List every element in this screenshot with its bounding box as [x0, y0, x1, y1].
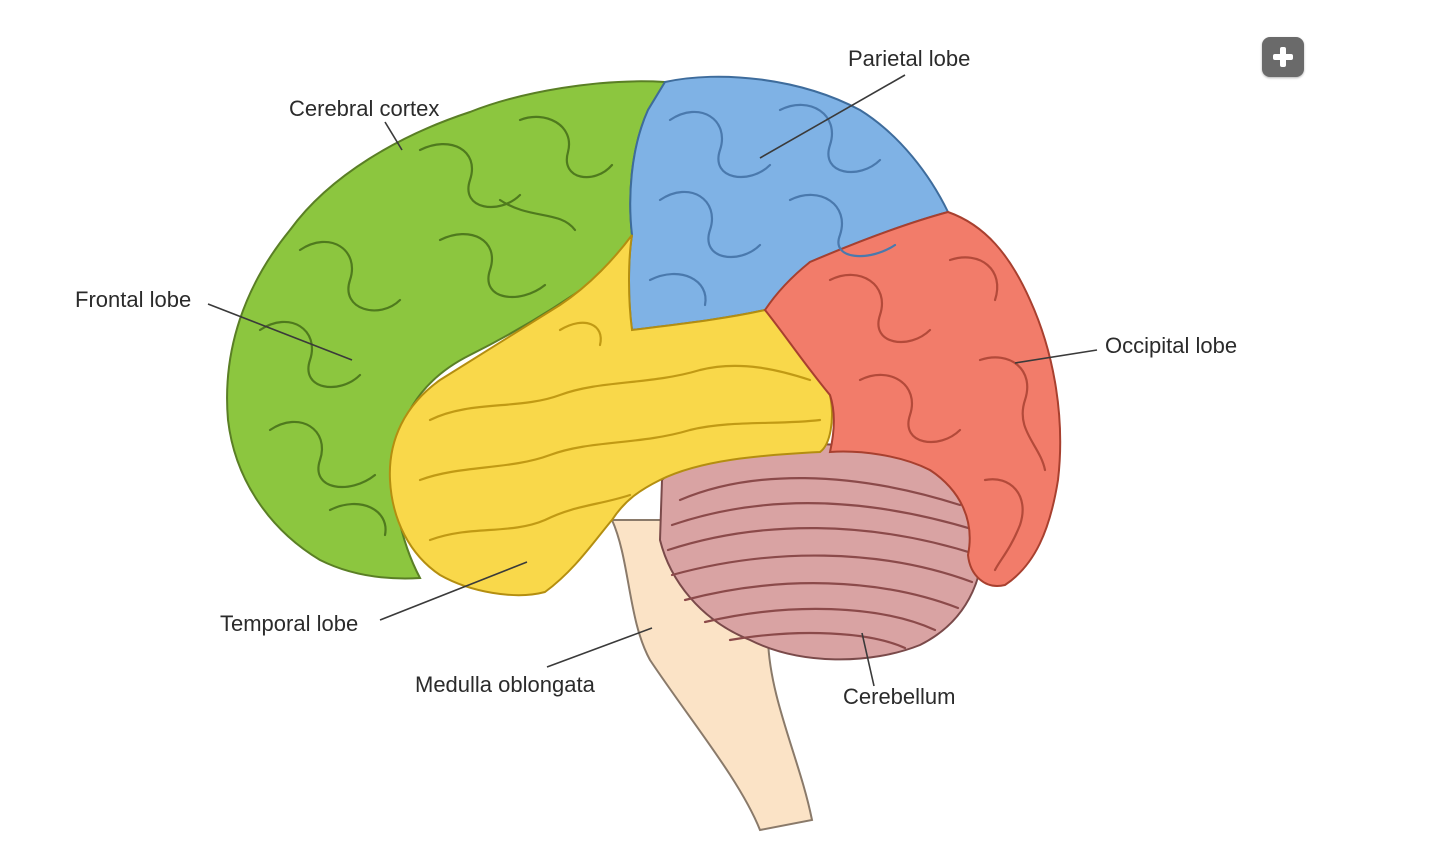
leader-medulla-oblongata: [546, 627, 653, 668]
leader-frontal-lobe: [207, 303, 353, 361]
plus-icon-bar-vertical: [1280, 47, 1286, 67]
leader-lines: [207, 74, 1098, 687]
cerebellum-folia: [666, 477, 980, 650]
leader-cerebellum: [861, 632, 875, 687]
leader-cerebral-cortex: [384, 121, 403, 151]
label-medulla-oblongata: Medulla oblongata: [415, 672, 596, 697]
leader-occipital-lobe: [1014, 349, 1098, 364]
occipital-gyri: [828, 256, 1047, 572]
label-occipital-lobe: Occipital lobe: [1105, 333, 1237, 358]
label-frontal-lobe: Frontal lobe: [75, 287, 191, 312]
label-cerebellum: Cerebellum: [843, 684, 956, 709]
label-parietal-lobe: Parietal lobe: [848, 46, 970, 71]
frontal-gyri: [258, 115, 614, 537]
leader-temporal-lobe: [379, 561, 528, 621]
temporal-gyri: [418, 321, 822, 542]
parietal-gyri: [648, 103, 897, 307]
label-cerebral-cortex: Cerebral cortex: [289, 96, 439, 121]
leader-parietal-lobe: [759, 74, 906, 159]
expand-button[interactable]: [1262, 37, 1304, 77]
label-temporal-lobe: Temporal lobe: [220, 611, 358, 636]
